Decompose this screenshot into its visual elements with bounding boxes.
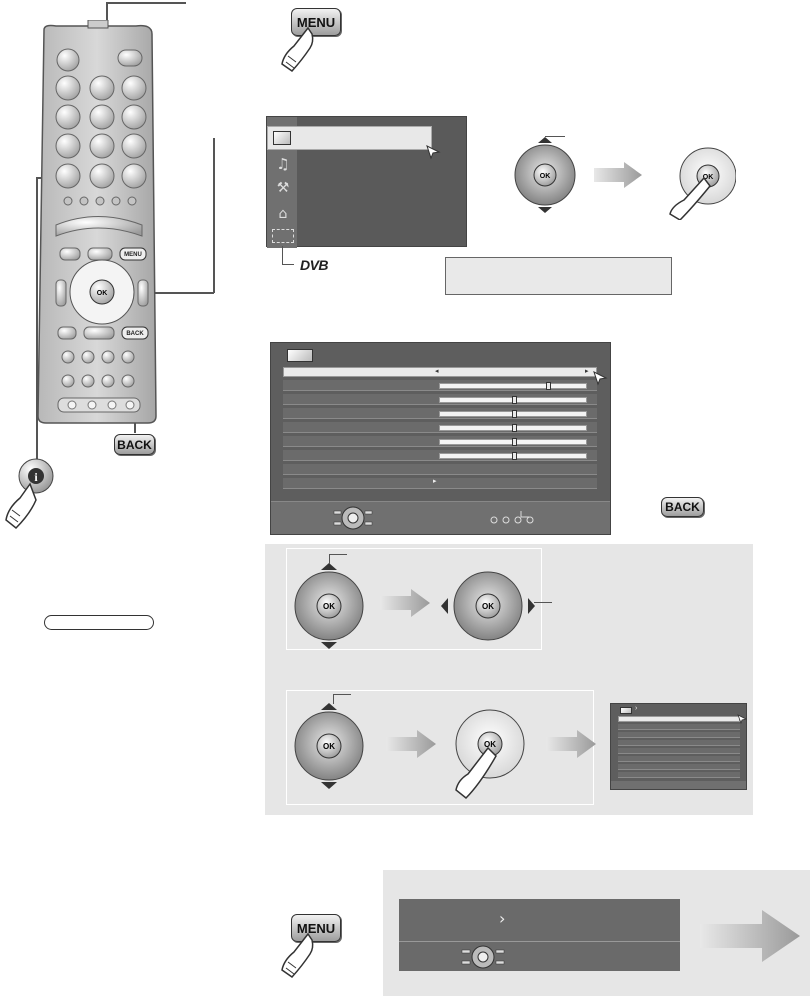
color-key-dots xyxy=(490,511,534,524)
cursor-arrow-icon xyxy=(426,145,441,160)
dpad-ok-press[interactable]: OK xyxy=(662,144,736,220)
callout-line-left-v xyxy=(36,177,38,459)
slider[interactable] xyxy=(439,438,587,446)
dpad-icon[interactable]: OK xyxy=(292,702,366,790)
mini-row[interactable] xyxy=(618,740,740,746)
slider-thumb[interactable] xyxy=(512,424,517,432)
breadcrumb-arrow: › xyxy=(635,705,638,712)
settings-row[interactable] xyxy=(283,478,597,489)
svg-text:i: i xyxy=(34,470,38,484)
picture-settings-panel: ◂ ▸ ▸ xyxy=(270,342,611,535)
arrow-right-icon xyxy=(546,730,596,758)
picture-icon xyxy=(287,349,313,362)
dvb-logo: DVB xyxy=(299,257,329,273)
slider[interactable] xyxy=(439,396,587,404)
step-box-inner-1 xyxy=(286,548,542,650)
dpad-callout xyxy=(329,554,331,564)
cursor-arrow-icon xyxy=(737,714,747,724)
row-right-arrow: ▸ xyxy=(585,368,589,375)
slider-thumb[interactable] xyxy=(546,382,551,390)
remote-control: OK xyxy=(37,20,157,424)
svg-text:OK: OK xyxy=(484,740,496,749)
dpad-callout xyxy=(545,136,565,138)
dvb-pointer-line-h xyxy=(282,264,294,266)
info-button-hand[interactable]: i xyxy=(0,458,64,530)
breadcrumb-arrow: › xyxy=(499,909,506,928)
dpad-icon[interactable]: OK xyxy=(440,568,536,644)
svg-text:OK: OK xyxy=(323,742,335,751)
row-left-arrow: ◂ xyxy=(435,368,439,375)
music-note-icon[interactable]: ♫ xyxy=(276,155,290,173)
arrow-right-icon xyxy=(380,589,430,617)
remote-menu-key-label[interactable]: MENU xyxy=(124,252,142,258)
wrench-icon[interactable]: ⚒ xyxy=(276,180,290,196)
dpad-icon xyxy=(333,506,373,530)
slider[interactable] xyxy=(439,424,587,432)
dpad-ok-press[interactable]: OK xyxy=(452,708,528,800)
hand-pointer-icon xyxy=(281,932,314,978)
svg-text:OK: OK xyxy=(703,174,714,181)
panel-divider xyxy=(399,941,680,942)
dpad-callout xyxy=(333,694,335,704)
slider[interactable] xyxy=(439,452,587,460)
graduation-cap-icon[interactable]: ⌂ xyxy=(278,206,288,222)
svg-text:OK: OK xyxy=(482,602,494,611)
callout-line-right-h xyxy=(134,292,214,294)
arrow-right-icon xyxy=(700,910,800,962)
mini-row[interactable] xyxy=(618,724,740,730)
svg-text:OK: OK xyxy=(97,290,108,297)
mini-row[interactable] xyxy=(618,764,740,770)
svg-text:OK: OK xyxy=(540,173,551,180)
slider[interactable] xyxy=(439,410,587,418)
panel-footer xyxy=(271,501,610,534)
menu-key-bottom[interactable]: MENU xyxy=(291,914,341,942)
cursor-arrow-icon xyxy=(593,371,608,386)
step-box-inner-2 xyxy=(286,690,594,805)
slider-thumb[interactable] xyxy=(512,452,517,460)
info-text-box xyxy=(445,257,672,295)
mini-row[interactable] xyxy=(618,732,740,738)
arrow-right-icon xyxy=(594,162,642,188)
dpad-callout xyxy=(534,602,552,604)
mini-row[interactable] xyxy=(618,748,740,754)
mini-row[interactable] xyxy=(618,756,740,762)
dpad-icon xyxy=(461,945,505,969)
mini-row[interactable] xyxy=(618,772,740,778)
picture-icon xyxy=(620,707,632,714)
remote-back-key-label[interactable]: BACK xyxy=(126,331,144,337)
svg-text:OK: OK xyxy=(323,602,335,611)
hand-pointer-icon xyxy=(281,26,314,72)
dvb-dashed-icon[interactable] xyxy=(272,229,294,243)
callout-line-top xyxy=(106,2,186,4)
blank-pill-field xyxy=(44,615,154,630)
back-key-left[interactable]: BACK xyxy=(114,434,155,455)
settings-row[interactable] xyxy=(283,464,597,475)
slider-thumb[interactable] xyxy=(512,396,517,404)
callout-line-right xyxy=(213,138,215,293)
dpad-callout-h xyxy=(329,554,347,556)
mini-footer xyxy=(611,781,746,789)
picture-icon[interactable] xyxy=(273,131,291,145)
bottom-menu-panel: › xyxy=(399,899,680,971)
dpad-callout-h xyxy=(333,694,351,696)
arrow-right-icon xyxy=(386,730,436,758)
mini-menu-panel: › xyxy=(610,703,747,790)
menu-highlight-row[interactable] xyxy=(267,126,432,150)
dpad-icon[interactable]: OK xyxy=(292,562,366,650)
slider-thumb[interactable] xyxy=(512,410,517,418)
submenu-arrow: ▸ xyxy=(433,478,437,485)
mini-row-selected[interactable] xyxy=(618,716,740,722)
dpad-icon[interactable]: OK xyxy=(512,137,578,213)
back-key-right[interactable]: BACK xyxy=(661,497,704,517)
main-menu-panel: ♫ ⚒ ⌂ xyxy=(266,116,467,248)
menu-key-top[interactable]: MENU xyxy=(291,8,341,36)
dvb-pointer-line xyxy=(282,246,284,264)
slider[interactable] xyxy=(439,382,587,390)
settings-row-selected[interactable] xyxy=(283,367,597,377)
slider-thumb[interactable] xyxy=(512,438,517,446)
